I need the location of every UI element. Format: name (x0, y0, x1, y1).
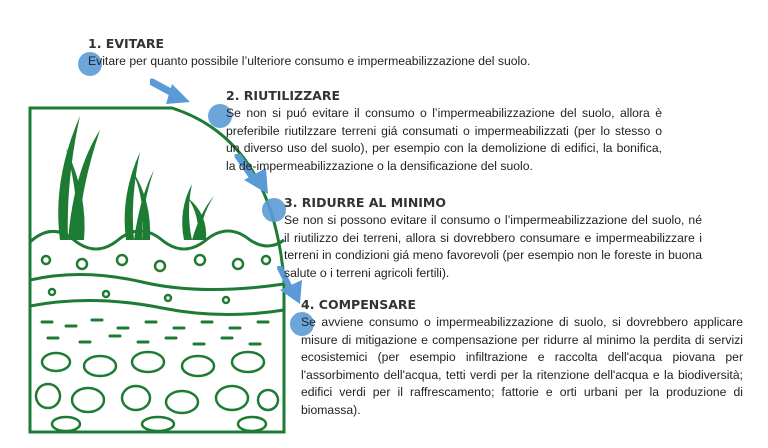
step-title: 2. RIUTILIZZARE (226, 88, 340, 103)
arrow-down-right-icon (277, 266, 302, 304)
stone (120, 384, 152, 412)
stone (70, 386, 106, 414)
stone (256, 388, 280, 412)
pebble (101, 289, 111, 299)
stone (180, 354, 216, 378)
stone (130, 350, 166, 374)
soil-dash (46, 334, 262, 346)
stone (140, 415, 176, 433)
step-marker (208, 104, 232, 128)
pebble (221, 295, 231, 305)
pebble (193, 253, 207, 267)
step-marker (262, 198, 286, 222)
pebble (47, 287, 57, 297)
step-title: 3. RIDURRE AL MINIMO (284, 195, 446, 210)
stone (40, 351, 72, 373)
pebble (260, 254, 272, 266)
step-evitare: 1. EVITARE Evitare per quanto possibile … (88, 35, 568, 71)
layer-line (29, 272, 285, 291)
grass-blade (58, 116, 80, 240)
arrow-down-right-icon (150, 78, 190, 104)
step-text: Se avviene consumo o impermeabilizzazion… (301, 315, 743, 417)
soil-dash (40, 318, 270, 330)
grass-blade (182, 184, 192, 240)
pebble (75, 257, 89, 271)
grass-blade (68, 130, 100, 240)
step-title: 1. EVITARE (88, 36, 165, 51)
step-text: Evitare per quanto possibile l’ulteriore… (88, 54, 531, 68)
pebble (40, 254, 52, 266)
step-title: 4. COMPENSARE (301, 297, 417, 312)
soil-profile-icon (28, 106, 286, 434)
step-text: Se non si possono evitare il consumo o l… (284, 213, 702, 280)
grass-blade (132, 170, 151, 240)
layer-line (29, 299, 285, 317)
pebble (153, 259, 167, 273)
arrow-down-right-icon (234, 154, 268, 194)
step-ridurre-al-minimo: 3. RIDURRE AL MINIMO Se non si possono e… (284, 194, 702, 282)
pebble (115, 253, 129, 267)
pebble (163, 293, 173, 303)
step-marker (290, 312, 314, 336)
stone (50, 415, 82, 433)
grass-blade (124, 152, 140, 240)
stone (164, 389, 200, 415)
stone (34, 382, 62, 410)
stone (236, 415, 268, 433)
grass-blade (188, 198, 207, 240)
step-compensare: 4. COMPENSARE Se avviene consumo o imper… (301, 296, 743, 420)
stone (214, 384, 250, 412)
step-text: Se non si puó evitare il consumo o l’imp… (226, 106, 662, 173)
stone (82, 354, 118, 378)
step-marker (78, 52, 102, 76)
grass-blade (66, 148, 85, 240)
stone (230, 350, 266, 374)
pebble (231, 257, 245, 271)
step-riutilizzare: 2. RIUTILIZZARE Se non si puó evitare il… (226, 87, 662, 175)
